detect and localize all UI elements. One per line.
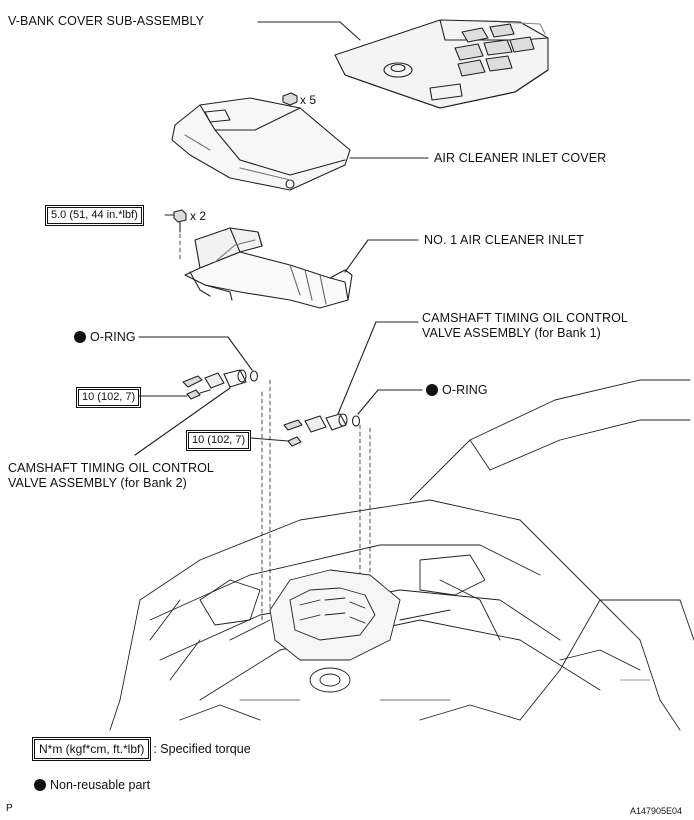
label-oring-left: O-RING bbox=[74, 330, 136, 345]
nonreusable-dot-icon bbox=[34, 779, 46, 791]
bank1-valve-drawing bbox=[283, 413, 348, 447]
label-bank2-line2: VALVE ASSEMBLY (for Bank 2) bbox=[8, 476, 187, 490]
bank2-valve-drawing bbox=[182, 369, 247, 400]
legend-torque: N*m (kgf*cm, ft.*lbf): Specified torque bbox=[31, 737, 251, 761]
vbank-cover-drawing bbox=[334, 19, 549, 109]
nonreusable-dot-icon bbox=[74, 331, 86, 343]
legend-torque-box: N*m (kgf*cm, ft.*lbf) bbox=[31, 737, 152, 761]
legend-nonreusable-desc: Non-reusable part bbox=[50, 778, 151, 792]
qty-cover-nuts: x 5 bbox=[300, 93, 317, 107]
nonreusable-dot-icon bbox=[426, 384, 438, 396]
qty-inlet-bolts: x 2 bbox=[190, 209, 207, 223]
label-no1-air-cleaner-inlet: NO. 1 AIR CLEANER INLET bbox=[424, 233, 584, 247]
label-bank1-line2: VALVE ASSEMBLY (for Bank 1) bbox=[422, 326, 601, 340]
inlet-bolt-drawing bbox=[173, 209, 187, 233]
leader-no1-inlet bbox=[344, 239, 369, 273]
footer-left-code: P bbox=[6, 803, 13, 814]
no1-air-cleaner-inlet-drawing bbox=[184, 227, 353, 309]
legend-torque-desc: : Specified torque bbox=[153, 742, 251, 756]
label-vbank-cover: V-BANK COVER SUB-ASSEMBLY bbox=[8, 14, 205, 28]
torque-inlet-bolt: 5.0 (51, 44 in.*lbf) bbox=[45, 205, 144, 226]
label-air-cleaner-inlet-cover: AIR CLEANER INLET COVER bbox=[434, 151, 607, 165]
figure-id: A147905E04 bbox=[630, 806, 683, 816]
legend-nonreusable: Non-reusable part bbox=[34, 777, 150, 793]
leader-bank1-torque bbox=[250, 437, 289, 442]
oring-right-text: O-RING bbox=[442, 383, 488, 397]
label-oring-right: O-RING bbox=[426, 383, 488, 398]
oring-right-drawing bbox=[351, 415, 361, 427]
label-bank2-line1: CAMSHAFT TIMING OIL CONTROL bbox=[8, 461, 214, 475]
leader-bank2-label bbox=[134, 387, 231, 456]
oring-left-text: O-RING bbox=[90, 330, 136, 344]
label-bank1-line1: CAMSHAFT TIMING OIL CONTROL bbox=[422, 311, 628, 325]
engine-bay-drawing bbox=[109, 379, 694, 731]
air-cleaner-inlet-cover-drawing bbox=[171, 97, 351, 191]
oring-left-drawing bbox=[249, 370, 259, 382]
torque-bank2-bolt: 10 (102, 7) bbox=[75, 387, 142, 408]
torque-bank1-bolt: 10 (102, 7) bbox=[185, 430, 252, 451]
